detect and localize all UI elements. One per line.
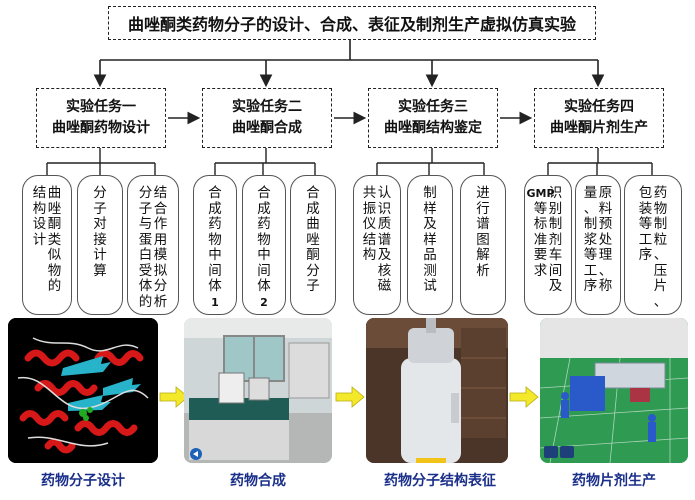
subtask-box: 合成曲唑酮分子 (290, 175, 336, 315)
subtask-text: 认识质谱及核磁 (377, 185, 392, 294)
subtask-box: 曲唑酮类似物的结构设计 (22, 175, 72, 315)
protein-structure-image (8, 318, 158, 463)
lab-synthesis-image (184, 318, 332, 463)
task-name: 实验任务二 (232, 99, 302, 115)
caption-structure-characterization: 药物分子结构表征 (384, 473, 496, 489)
subtask-text: 合成曲唑酮分子 (306, 185, 320, 294)
subtask-text: 量、制浆等工序 (583, 185, 598, 294)
subtask-text: 进行谱图解析 (476, 185, 490, 279)
subtask-box: 制样及样品测试 (407, 175, 453, 315)
subtask-text: 制样及样品测试 (423, 185, 437, 294)
subtask-box: 结合作用模拟分析分子与蛋白受体的 (127, 175, 179, 315)
subtask-text: 包装等工序 (638, 185, 653, 263)
subtask-text: 药物制粒、压片、 (653, 185, 668, 310)
caption-tablet-production: 药物片剂生产 (572, 473, 656, 489)
subtask-text: 结合作用模拟分析 (153, 185, 168, 310)
task-name: 实验任务一 (66, 99, 136, 115)
task-name: 实验任务三 (398, 99, 468, 115)
task-name: 实验任务四 (564, 99, 634, 115)
subtask-text: 结构设计 (32, 185, 47, 248)
subtask-text: 识别制剂车间及 (548, 185, 563, 294)
subtask-box: 认识质谱及核磁共振仪结构 (353, 175, 401, 315)
caption-drug-synthesis: 药物合成 (230, 473, 286, 489)
subtask-text: 原料预处理、称 (598, 185, 613, 294)
subtask-text: 分子与蛋白受体的 (138, 185, 153, 310)
subtask-box: 原料预处理、称量、制浆等工序 (575, 175, 621, 315)
subtask-box: 药物制粒、压片、包装等工序 (624, 175, 682, 315)
task-box-2: 实验任务二 曲唑酮合成 (202, 88, 332, 148)
subtask-text: 共振仪结构 (362, 185, 377, 263)
task-box-1: 实验任务一 曲唑酮药物设计 (36, 88, 166, 148)
back-arrow-icon (193, 451, 198, 457)
nmr-instrument-image (366, 318, 508, 463)
task-box-3: 实验任务三 曲唑酮结构鉴定 (368, 88, 498, 148)
task-box-4: 实验任务四 曲唑酮片剂生产 (534, 88, 664, 148)
subtask-text: 曲唑酮类似物的 (47, 185, 62, 294)
task-subtitle: 曲唑酮结构鉴定 (384, 120, 482, 136)
subtask-box: 分子对接计算 (77, 175, 123, 315)
factory-production-image (540, 318, 688, 463)
task-subtitle: 曲唑酮药物设计 (52, 120, 150, 136)
yellow-arrow-icon (159, 386, 539, 408)
task-subtitle: 曲唑酮片剂生产 (550, 120, 648, 136)
subtask-text: 分子对接计算 (93, 185, 107, 279)
main-title: 曲唑酮类药物分子的设计、合成、表征及制剂生产虚拟仿真实验 (108, 6, 596, 40)
task-subtitle: 曲唑酮合成 (232, 120, 302, 136)
caption-drug-design: 药物分子设计 (41, 473, 125, 489)
subtask-box: 进行谱图解析 (460, 175, 506, 315)
